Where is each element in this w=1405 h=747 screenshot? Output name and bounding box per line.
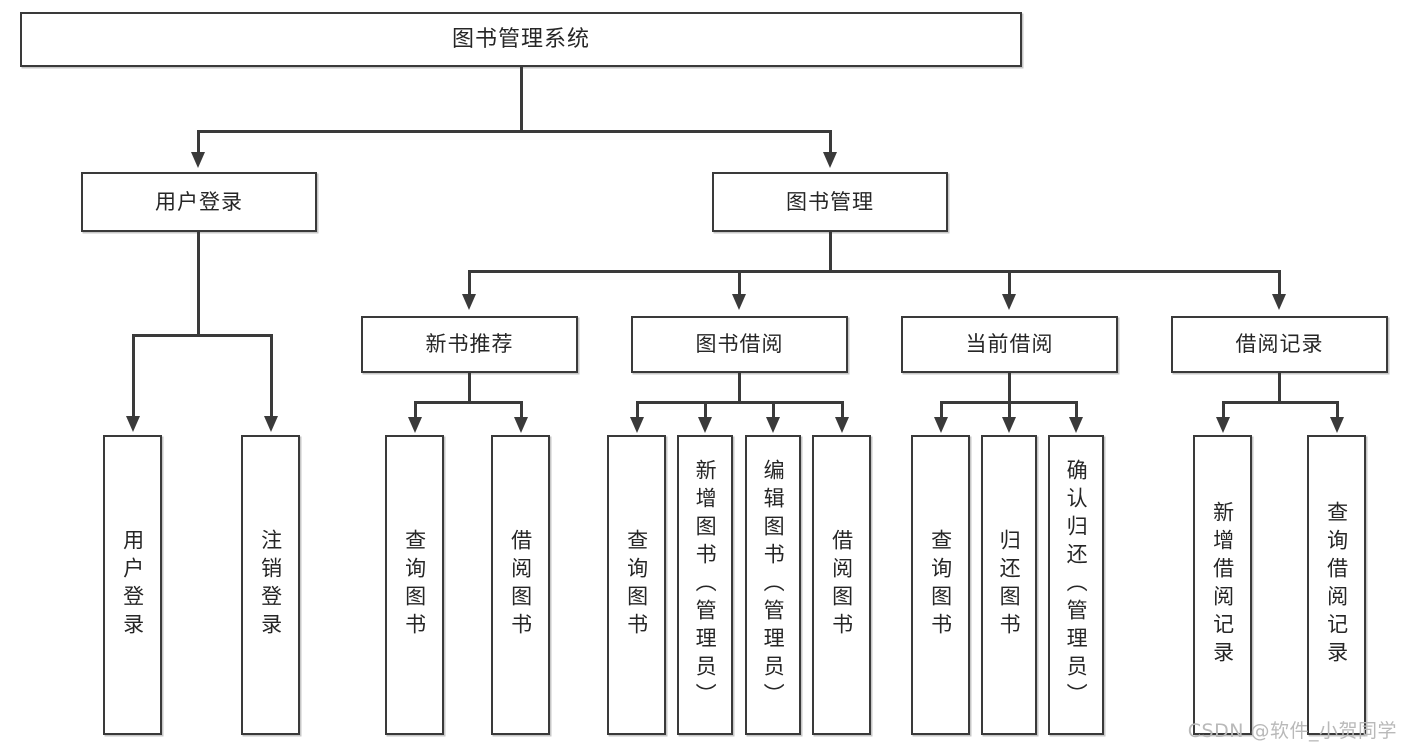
arrowhead-bb-query-book <box>630 417 644 433</box>
leaf-nb-borrow-book[interactable]: 借阅图书 <box>491 435 550 735</box>
node-root-book-management-system[interactable]: 图书管理系统 <box>20 12 1022 67</box>
connector-drop-br-add-record <box>1222 401 1225 419</box>
leaf-label: 编辑图书（管理员） <box>761 459 786 711</box>
connector-drop-borrow-record <box>1278 270 1281 296</box>
connector-drop-nb-query-book <box>414 401 417 419</box>
node-label: 借阅记录 <box>1235 332 1324 357</box>
arrowhead-bb-add-book <box>698 417 712 433</box>
connector-drop-leaf-logout <box>270 334 273 418</box>
leaf-bb-edit-book[interactable]: 编辑图书（管理员） <box>745 435 801 735</box>
node-current-borrow[interactable]: 当前借阅 <box>901 316 1118 373</box>
leaf-cb-return-book[interactable]: 归还图书 <box>981 435 1037 735</box>
connector-drop-bb-add-book <box>704 401 707 419</box>
leaf-label: 新增图书（管理员） <box>693 459 718 711</box>
leaf-bb-add-book[interactable]: 新增图书（管理员） <box>677 435 733 735</box>
leaf-label: 用户登录 <box>120 529 145 641</box>
leaf-logout[interactable]: 注销登录 <box>241 435 300 735</box>
leaf-user-login[interactable]: 用户登录 <box>103 435 162 735</box>
leaf-bb-borrow-book[interactable]: 借阅图书 <box>812 435 871 735</box>
leaf-label: 查询图书 <box>624 529 649 641</box>
connector-level3-bus <box>468 270 1278 273</box>
connector-drop-bb-edit-book <box>772 401 775 419</box>
leaf-cb-query-book[interactable]: 查询图书 <box>911 435 970 735</box>
connector-drop-bb-borrow-book <box>841 401 844 419</box>
connector-new-book-stem <box>468 373 471 403</box>
connector-drop-leaf-user-login <box>132 334 135 418</box>
arrowhead-current-borrow <box>1002 294 1016 310</box>
connector-user-login-stem <box>197 232 200 336</box>
connector-user-login-bus <box>132 334 272 337</box>
leaf-label: 新增借阅记录 <box>1210 501 1235 669</box>
arrowhead-cb-return-book <box>1002 417 1016 433</box>
node-new-book-recommend[interactable]: 新书推荐 <box>361 316 578 373</box>
leaf-br-query-record[interactable]: 查询借阅记录 <box>1307 435 1366 735</box>
connector-borrow-record-bus <box>1222 401 1338 404</box>
connector-level2-bus <box>197 130 831 133</box>
node-label: 用户登录 <box>155 189 243 214</box>
leaf-label: 借阅图书 <box>829 529 854 641</box>
leaf-nb-query-book[interactable]: 查询图书 <box>385 435 444 735</box>
connector-book-management-stem <box>829 232 832 272</box>
arrowhead-br-query-record <box>1330 417 1344 433</box>
leaf-label: 查询图书 <box>928 529 953 641</box>
connector-drop-nb-borrow-book <box>520 401 523 419</box>
node-book-borrow[interactable]: 图书借阅 <box>631 316 848 373</box>
connector-drop-book-borrow <box>738 270 741 296</box>
connector-drop-user-login <box>197 130 200 154</box>
node-label: 图书借阅 <box>695 332 784 357</box>
connector-new-book-bus <box>414 401 522 404</box>
arrowhead-leaf-user-login <box>126 416 140 432</box>
leaf-label: 查询图书 <box>402 529 427 641</box>
leaf-bb-query-book[interactable]: 查询图书 <box>607 435 666 735</box>
connector-book-borrow-stem <box>738 373 741 403</box>
arrowhead-nb-query-book <box>408 417 422 433</box>
arrowhead-cb-confirm-return <box>1069 417 1083 433</box>
connector-drop-new-book <box>468 270 471 296</box>
connector-root-stem <box>520 67 523 132</box>
leaf-label: 借阅图书 <box>508 529 533 641</box>
node-label: 当前借阅 <box>965 332 1054 357</box>
leaf-label: 确认归还（管理员） <box>1064 459 1089 711</box>
arrowhead-borrow-record <box>1272 294 1286 310</box>
arrowhead-br-add-record <box>1216 417 1230 433</box>
leaf-label: 注销登录 <box>258 529 283 641</box>
arrowhead-cb-query-book <box>934 417 948 433</box>
arrowhead-new-book <box>462 294 476 310</box>
leaf-br-add-record[interactable]: 新增借阅记录 <box>1193 435 1252 735</box>
arrowhead-bb-borrow-book <box>835 417 849 433</box>
node-label: 图书管理 <box>786 189 874 214</box>
connector-drop-bb-query-book <box>636 401 639 419</box>
leaf-cb-confirm-return[interactable]: 确认归还（管理员） <box>1048 435 1104 735</box>
node-label: 新书推荐 <box>425 332 514 357</box>
arrowhead-user-login <box>191 152 205 168</box>
node-borrow-record[interactable]: 借阅记录 <box>1171 316 1388 373</box>
connector-book-borrow-bus <box>636 401 843 404</box>
arrowhead-book-borrow <box>732 294 746 310</box>
node-user-login[interactable]: 用户登录 <box>81 172 317 232</box>
node-book-management[interactable]: 图书管理 <box>712 172 948 232</box>
arrowhead-nb-borrow-book <box>514 417 528 433</box>
connector-drop-current-borrow <box>1008 270 1011 296</box>
leaf-label: 查询借阅记录 <box>1324 501 1349 669</box>
connector-current-borrow-stem <box>1008 373 1011 403</box>
connector-drop-book-management <box>829 130 832 154</box>
arrowhead-book-management <box>823 152 837 168</box>
connector-drop-cb-query-book <box>940 401 943 419</box>
connector-drop-cb-return-book <box>1008 401 1011 419</box>
leaf-label: 归还图书 <box>997 529 1022 641</box>
connector-drop-br-query-record <box>1336 401 1339 419</box>
arrowhead-leaf-logout <box>264 416 278 432</box>
arrowhead-bb-edit-book <box>766 417 780 433</box>
connector-drop-cb-confirm-return <box>1075 401 1078 419</box>
connector-borrow-record-stem <box>1278 373 1281 403</box>
node-label: 图书管理系统 <box>451 26 590 52</box>
